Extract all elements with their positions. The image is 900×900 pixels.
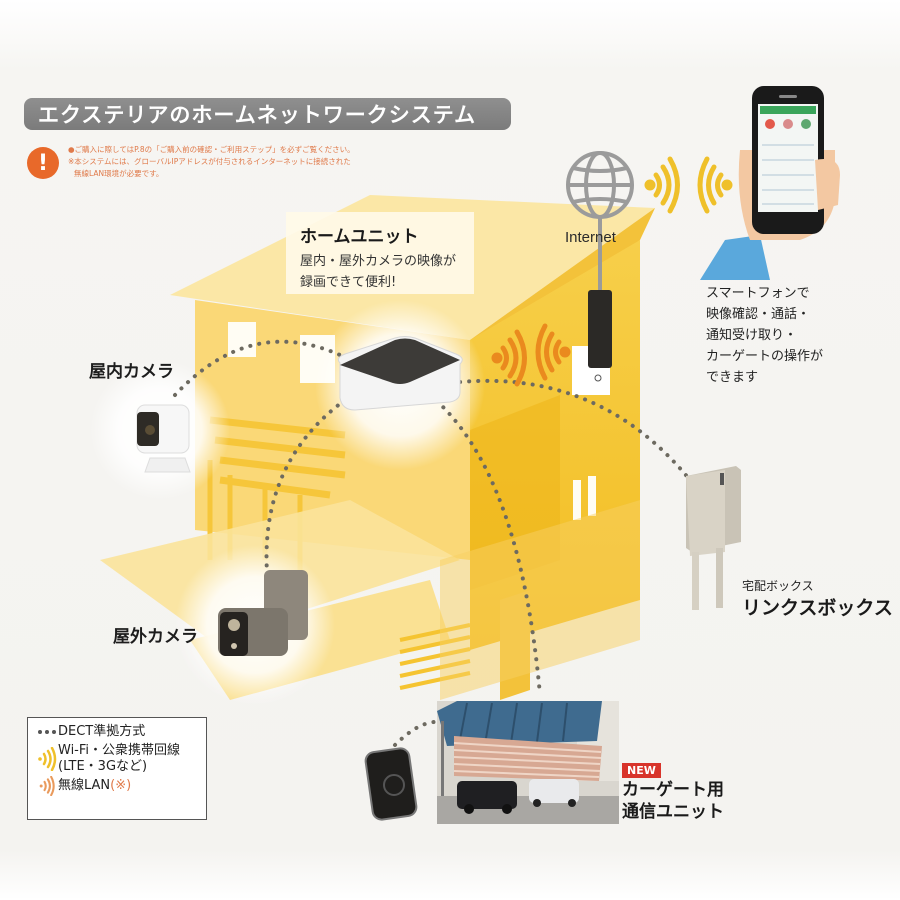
wifi-orange-icon (491, 323, 571, 387)
internet-label: Internet (565, 229, 616, 246)
smartphone-description: スマートフォンで 映像確認・通話・ 通知受け取り・ カーゲートの操作が できます (706, 283, 823, 388)
legend-label: 無線LAN (58, 778, 111, 793)
caution-notes: ●ご購入に際してはP.8の「ご購入前の確認・ご利用ステップ」を必ずご覧ください。… (68, 144, 355, 180)
outdoor-camera-device (218, 570, 308, 656)
home-unit-desc-2: 録画できて便利! (300, 275, 397, 290)
smartphone-device (700, 86, 840, 280)
car-gate-label: カーゲート用 通信ユニット (622, 779, 724, 823)
caution-note-3: 無線LAN環境が必要です。 (74, 169, 164, 178)
car-gate-line-2: 通信ユニット (622, 802, 724, 822)
delivery-box-device (686, 466, 741, 610)
home-unit-callout: ホームユニット 屋内・屋外カメラの映像が 録画できて便利! (286, 212, 474, 294)
caution-note-2: ※本システムには、グローバルIPアドレスが付与されるインターネットに接続された (68, 157, 351, 166)
globe-icon (566, 151, 634, 295)
home-unit-device (337, 336, 463, 411)
legend: DECT準拠方式 Wi-Fi・公衆携帯回線 (LTE・3Gなど) 無線L (27, 717, 207, 820)
smartphone-line: カーゲートの操作が (706, 349, 824, 364)
caution-note-1: ●ご購入に際してはP.8の「ご購入前の確認・ご利用ステップ」を必ずご覧ください。 (68, 145, 355, 154)
dotted-line-icon (36, 724, 58, 740)
smartphone-line: 通知受け取り・ (706, 328, 798, 343)
delivery-box-category: 宅配ボックス (742, 579, 814, 593)
legend-item-wlan: 無線LAN (※) (36, 776, 198, 796)
router-device (572, 290, 612, 386)
exclamation-icon: ! (27, 147, 59, 179)
home-unit-title: ホームユニット (300, 227, 419, 247)
car-gate-photo (437, 701, 619, 824)
wifi-orange-icon (36, 776, 58, 796)
legend-item-wifi: Wi-Fi・公衆携帯回線 (LTE・3Gなど) (36, 743, 198, 775)
smartphone-line: スマートフォンで (706, 286, 810, 301)
smartphone-line: 映像確認・通話・ (706, 307, 811, 322)
wifi-yellow-icon (36, 743, 58, 775)
car-gate-line-1: カーゲート用 (622, 780, 724, 800)
legend-label: DECT準拠方式 (58, 724, 146, 739)
outdoor-camera-label: 屋外カメラ (113, 627, 198, 647)
indoor-camera-label: 屋内カメラ (89, 362, 174, 382)
smartphone-line: できます (706, 370, 759, 385)
legend-label: Wi-Fi・公衆携帯回線 (LTE・3Gなど) (58, 743, 181, 774)
remote-device (364, 747, 418, 821)
indoor-camera-device (136, 404, 191, 473)
page-title: エクステリアのホームネットワークシステム (24, 98, 511, 130)
delivery-box-name: リンクスボックス (742, 597, 893, 619)
legend-note: (※) (110, 778, 132, 793)
legend-item-dect: DECT準拠方式 (36, 724, 198, 740)
wifi-yellow-icon (644, 156, 733, 214)
new-badge: NEW (622, 763, 661, 778)
home-unit-desc-1: 屋内・屋外カメラの映像が (300, 254, 457, 269)
